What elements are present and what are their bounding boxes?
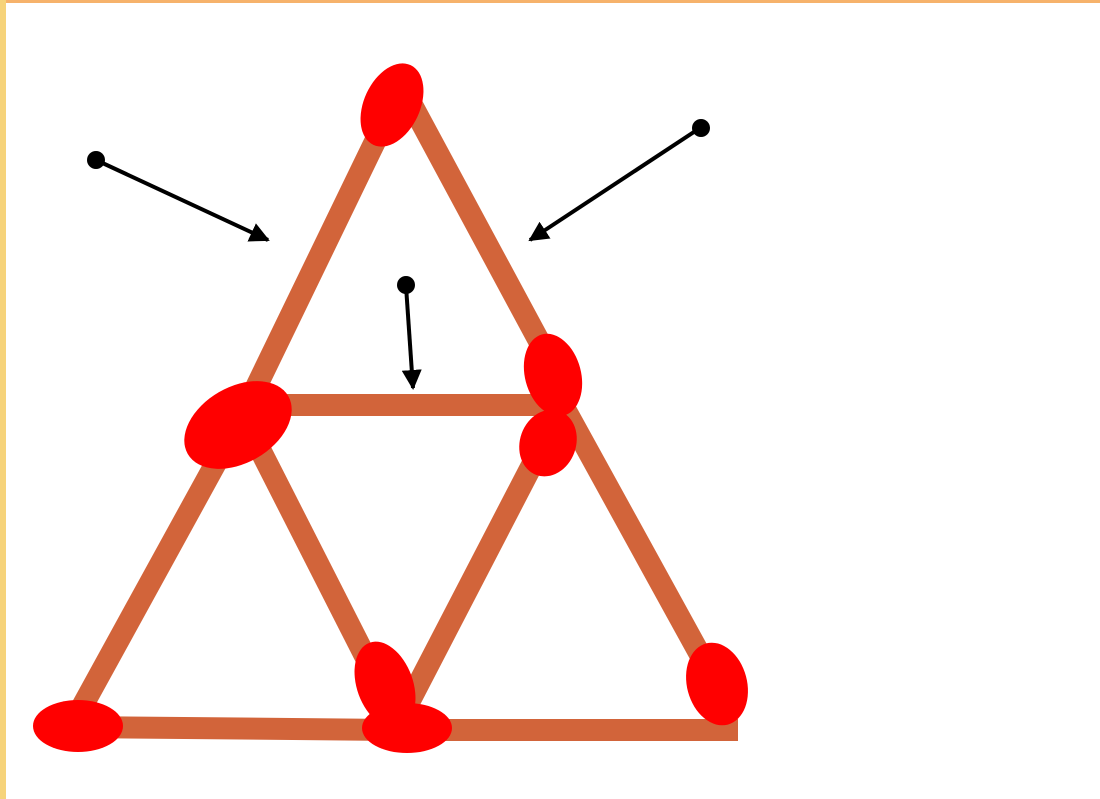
match-head-middle-right-upper — [523, 333, 583, 417]
left-border — [0, 0, 6, 799]
match-heads — [33, 63, 748, 753]
match-head-bottom-center-lower — [362, 703, 452, 753]
pointer-arrows — [87, 119, 710, 390]
matchstick-outer-right-upper — [395, 86, 570, 386]
match-head-bottom-left — [33, 700, 123, 752]
top-border — [0, 0, 1100, 3]
pointer-dot-right — [692, 119, 710, 137]
matchstick-inner-right-diagonal — [395, 434, 555, 716]
matchstick-base-left — [74, 716, 401, 741]
matchsticks — [62, 85, 738, 741]
match-head-bottom-right — [686, 642, 748, 726]
pointer-arrow-center — [401, 285, 422, 390]
match-head-middle-left — [184, 381, 292, 469]
pointer-dot-center — [397, 276, 415, 294]
match-head-middle-right-lower — [519, 409, 577, 477]
pointer-dot-left — [87, 151, 105, 169]
pointer-arrow-left — [95, 158, 270, 242]
pointer-arrow-right — [528, 126, 702, 242]
match-head-top — [360, 63, 424, 147]
